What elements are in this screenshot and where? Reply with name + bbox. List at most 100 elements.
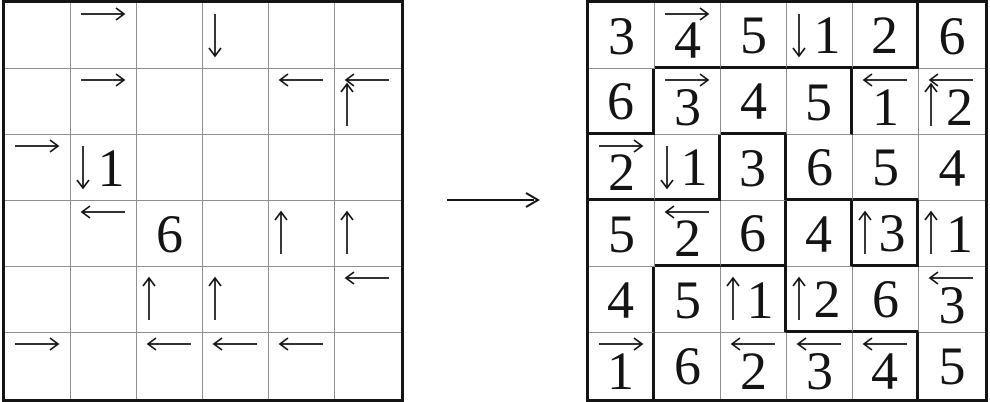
grid-cell-r6c4 xyxy=(203,333,269,399)
cell-value: 2 xyxy=(608,141,635,202)
grid-cell-r6c6: 5 xyxy=(919,333,985,399)
grid-cell-r5c6: 3 xyxy=(919,267,985,333)
cell-value: 3 xyxy=(878,202,906,263)
cell-value: 1 xyxy=(946,203,973,264)
grid-cell-r5c5: 6 xyxy=(853,267,919,333)
cell-value: 6 xyxy=(739,202,766,263)
up-arrow-icon xyxy=(924,210,938,256)
up-arrow-icon xyxy=(726,276,740,322)
grid-cell-r1c6: 6 xyxy=(919,3,985,69)
grid-cell-r1c2 xyxy=(71,3,137,69)
grid-cell-r2c4: 5 xyxy=(787,69,853,135)
cell-value: 5 xyxy=(608,203,635,264)
grid-cell-r4c4: 4 xyxy=(787,201,853,267)
right-arrow-icon xyxy=(14,138,60,154)
grid-cell-r3c6: 4 xyxy=(919,135,985,201)
cell-value: 1 xyxy=(607,341,634,401)
grid-cell-r6c6 xyxy=(335,333,401,399)
grid-cell-r2c5: 1 xyxy=(853,69,919,135)
grid-cell-r5c1 xyxy=(5,267,71,333)
grid-cell-r4c4 xyxy=(203,201,269,267)
grid-cell-r1c2: 4 xyxy=(655,3,721,69)
grid-cell-r1c1 xyxy=(5,3,71,69)
cell-value: 6 xyxy=(872,268,899,329)
grid-cell-r4c3: 6 xyxy=(721,201,787,267)
cell-value: 4 xyxy=(805,203,832,264)
grid-cell-r4c5: 3 xyxy=(853,201,919,267)
grid-cell-r6c4: 3 xyxy=(787,333,853,399)
grid-cell-r2c5 xyxy=(269,69,335,135)
transform-arrow-icon xyxy=(446,191,542,209)
cell-value: 5 xyxy=(938,336,966,396)
cell-value: 3 xyxy=(739,137,766,198)
cell-value: 6 xyxy=(607,70,634,131)
up-arrow-icon xyxy=(340,210,354,256)
right-arrow-icon xyxy=(598,336,644,352)
cell-value: 6 xyxy=(156,203,183,264)
grid-cell-r4c6: 1 xyxy=(919,201,985,267)
cell-value: 2 xyxy=(813,268,841,329)
cell-value: 3 xyxy=(938,274,966,335)
left-arrow-icon xyxy=(796,336,842,352)
grid-cell-r4c2: 2 xyxy=(655,201,721,267)
cell-value: 2 xyxy=(740,341,767,401)
left-arrow-icon xyxy=(278,72,324,88)
right-arrow-icon xyxy=(80,6,126,22)
grid-cell-r5c2: 5 xyxy=(655,267,721,333)
left-arrow-icon xyxy=(278,336,324,352)
left-arrow-icon xyxy=(146,336,192,352)
cell-value: 6 xyxy=(806,136,833,197)
grid-cell-r6c1 xyxy=(5,333,71,399)
left-arrow-icon xyxy=(344,72,390,88)
cell-value: 6 xyxy=(674,336,701,396)
right-arrow-icon xyxy=(598,138,644,154)
cell-value: 1 xyxy=(97,137,125,198)
left-arrow-icon xyxy=(928,270,974,286)
left-arrow-icon xyxy=(212,336,258,352)
up-arrow-icon xyxy=(792,276,806,322)
grid-cell-r3c4: 6 xyxy=(787,135,853,201)
grid-cell-r6c5: 4 xyxy=(853,333,919,399)
cell-value: 1 xyxy=(813,4,841,65)
down-arrow-icon xyxy=(660,144,674,190)
grid-cell-r3c2: 1 xyxy=(655,135,721,201)
left-arrow-icon xyxy=(862,72,908,88)
cell-value: 5 xyxy=(674,269,701,330)
cell-value: 4 xyxy=(674,9,701,70)
cell-value: 1 xyxy=(746,269,774,330)
grid-cell-r3c3: 3 xyxy=(721,135,787,201)
right-arrow-icon xyxy=(664,72,710,88)
down-arrow-icon xyxy=(208,12,222,58)
grid-cell-r5c4: 2 xyxy=(787,267,853,333)
left-arrow-icon xyxy=(862,336,908,352)
cell-value: 1 xyxy=(680,136,708,197)
grid-cell-r1c3 xyxy=(137,3,203,69)
cell-value: 5 xyxy=(872,136,899,197)
grid-cell-r6c1: 1 xyxy=(589,333,655,399)
grid-cell-r4c1: 5 xyxy=(589,201,655,267)
cell-value: 1 xyxy=(872,76,899,137)
cell-value: 3 xyxy=(806,341,833,401)
cell-value: 4 xyxy=(740,70,767,131)
cell-value: 6 xyxy=(938,5,966,66)
grid-cell-r4c3: 6 xyxy=(137,201,203,267)
grid-cell-r4c1 xyxy=(5,201,71,267)
grid-cell-r2c4 xyxy=(203,69,269,135)
up-arrow-icon xyxy=(858,210,872,256)
right-arrow-icon xyxy=(664,6,710,22)
grid-cell-r5c5 xyxy=(269,267,335,333)
grid-cell-r5c3: 1 xyxy=(721,267,787,333)
grid-cell-r1c5: 2 xyxy=(853,3,919,69)
up-arrow-icon xyxy=(924,82,938,128)
grid-cell-r2c6: 2 xyxy=(919,69,985,135)
grid-cell-r6c5 xyxy=(269,333,335,399)
grid-cell-r6c2: 6 xyxy=(655,333,721,399)
grid-cell-r3c6 xyxy=(335,135,401,201)
grid-cell-r2c3: 4 xyxy=(721,69,787,135)
grid-cell-r3c5: 5 xyxy=(853,135,919,201)
left-arrow-icon xyxy=(664,204,710,220)
grid-cell-r5c1: 4 xyxy=(589,267,655,333)
